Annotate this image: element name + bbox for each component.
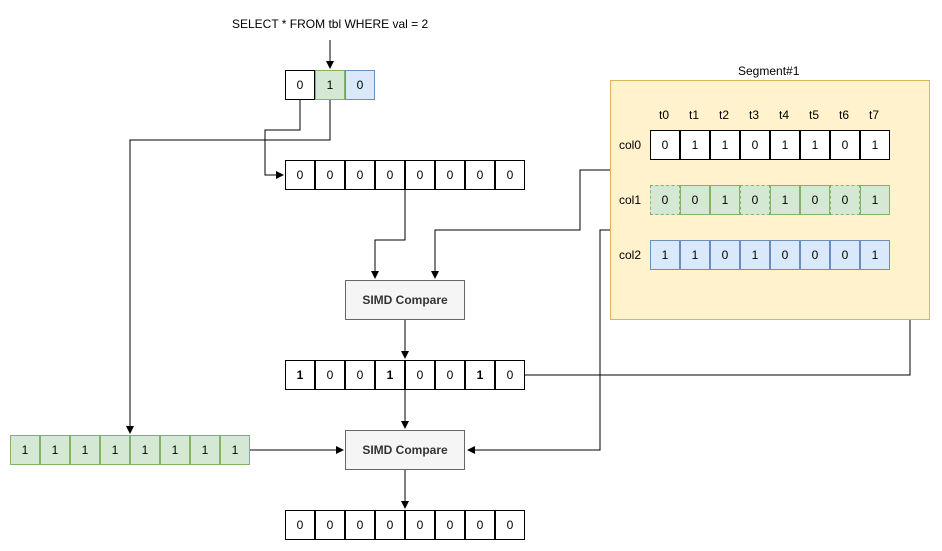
- broadcast-one-cell: 1: [160, 435, 190, 465]
- compare1-result-cell: 0: [345, 360, 375, 390]
- col1-label: col1: [619, 193, 642, 207]
- col2-cell: 1: [650, 240, 680, 270]
- col0-cell: 0: [740, 130, 770, 160]
- final-result-cell: 0: [465, 510, 495, 540]
- broadcast-zero-cell: 0: [375, 160, 405, 190]
- value-bit-2: 0: [345, 70, 375, 100]
- col0-cell: 1: [860, 130, 890, 160]
- broadcast-zero-cell: 0: [345, 160, 375, 190]
- compare1-result-cell: 0: [405, 360, 435, 390]
- final-result-cell: 0: [375, 510, 405, 540]
- compare1-result-cell: 0: [315, 360, 345, 390]
- broadcast-one-cell: 1: [40, 435, 70, 465]
- broadcast-one-cell: 1: [100, 435, 130, 465]
- compare1-result-cell: 1: [375, 360, 405, 390]
- col2-cell: 0: [770, 240, 800, 270]
- segment-header: t1: [689, 108, 700, 122]
- col2-cell: 0: [800, 240, 830, 270]
- col0-cell: 0: [650, 130, 680, 160]
- final-result-cell: 0: [495, 510, 525, 540]
- col1-cell: 0: [650, 185, 680, 215]
- value-bit-1: 1: [315, 70, 345, 100]
- broadcast-one-cell: 1: [130, 435, 160, 465]
- broadcast-zero-cell: 0: [495, 160, 525, 190]
- query-text: SELECT * FROM tbl WHERE val = 2: [232, 17, 429, 31]
- simd-compare-2: SIMD Compare: [345, 430, 465, 470]
- compare1-result-cell: 0: [435, 360, 465, 390]
- final-result-cell: 0: [345, 510, 375, 540]
- col1-cell: 1: [770, 185, 800, 215]
- arrow-value-to-zero-broadcast: [264, 100, 301, 179]
- final-result-cell: 0: [285, 510, 315, 540]
- col0-cell: 1: [770, 130, 800, 160]
- col1-cell: 0: [740, 185, 770, 215]
- col0-cell: 1: [800, 130, 830, 160]
- segment-header: t0: [659, 108, 670, 122]
- broadcast-zero-cell: 0: [315, 160, 345, 190]
- final-result-cell: 0: [405, 510, 435, 540]
- broadcast-zero-cell: 0: [465, 160, 495, 190]
- segment-title: Segment#1: [738, 64, 800, 78]
- compare1-result-cell: 0: [495, 360, 525, 390]
- col2-label: col2: [619, 248, 642, 262]
- simd-compare-1: SIMD Compare: [345, 280, 465, 320]
- broadcast-one-cell: 1: [10, 435, 40, 465]
- col0-cell: 0: [830, 130, 860, 160]
- segment-header: t3: [749, 108, 760, 122]
- broadcast-zero-cell: 0: [435, 160, 465, 190]
- col2-cell: 0: [830, 240, 860, 270]
- segment-header: t6: [839, 108, 850, 122]
- col0-cell: 1: [680, 130, 710, 160]
- compare1-result-cell: 1: [465, 360, 495, 390]
- col1-cell: 1: [710, 185, 740, 215]
- broadcast-zero-cell: 0: [405, 160, 435, 190]
- col0-label: col0: [619, 138, 642, 152]
- broadcast-one-cell: 1: [70, 435, 100, 465]
- col2-cell: 1: [860, 240, 890, 270]
- final-result-cell: 0: [315, 510, 345, 540]
- col0-cell: 1: [710, 130, 740, 160]
- value-bit-0: 0: [285, 70, 315, 100]
- final-result-cell: 0: [435, 510, 465, 540]
- col2-cell: 1: [740, 240, 770, 270]
- arrow-value-to-one-broadcast: [126, 100, 331, 434]
- compare1-result-cell: 1: [285, 360, 315, 390]
- broadcast-one-cell: 1: [190, 435, 220, 465]
- segment-header: t7: [869, 108, 880, 122]
- segment-header: t4: [779, 108, 790, 122]
- broadcast-one-cell: 1: [220, 435, 250, 465]
- broadcast-zero-cell: 0: [285, 160, 315, 190]
- segment-header: t2: [719, 108, 730, 122]
- col2-cell: 1: [680, 240, 710, 270]
- arrow-zero-broadcast-to-compare1: [371, 190, 406, 279]
- col2-cell: 0: [710, 240, 740, 270]
- col1-cell: 0: [800, 185, 830, 215]
- segment-header: t5: [809, 108, 820, 122]
- col1-cell: 0: [830, 185, 860, 215]
- col1-cell: 1: [860, 185, 890, 215]
- col1-cell: 0: [680, 185, 710, 215]
